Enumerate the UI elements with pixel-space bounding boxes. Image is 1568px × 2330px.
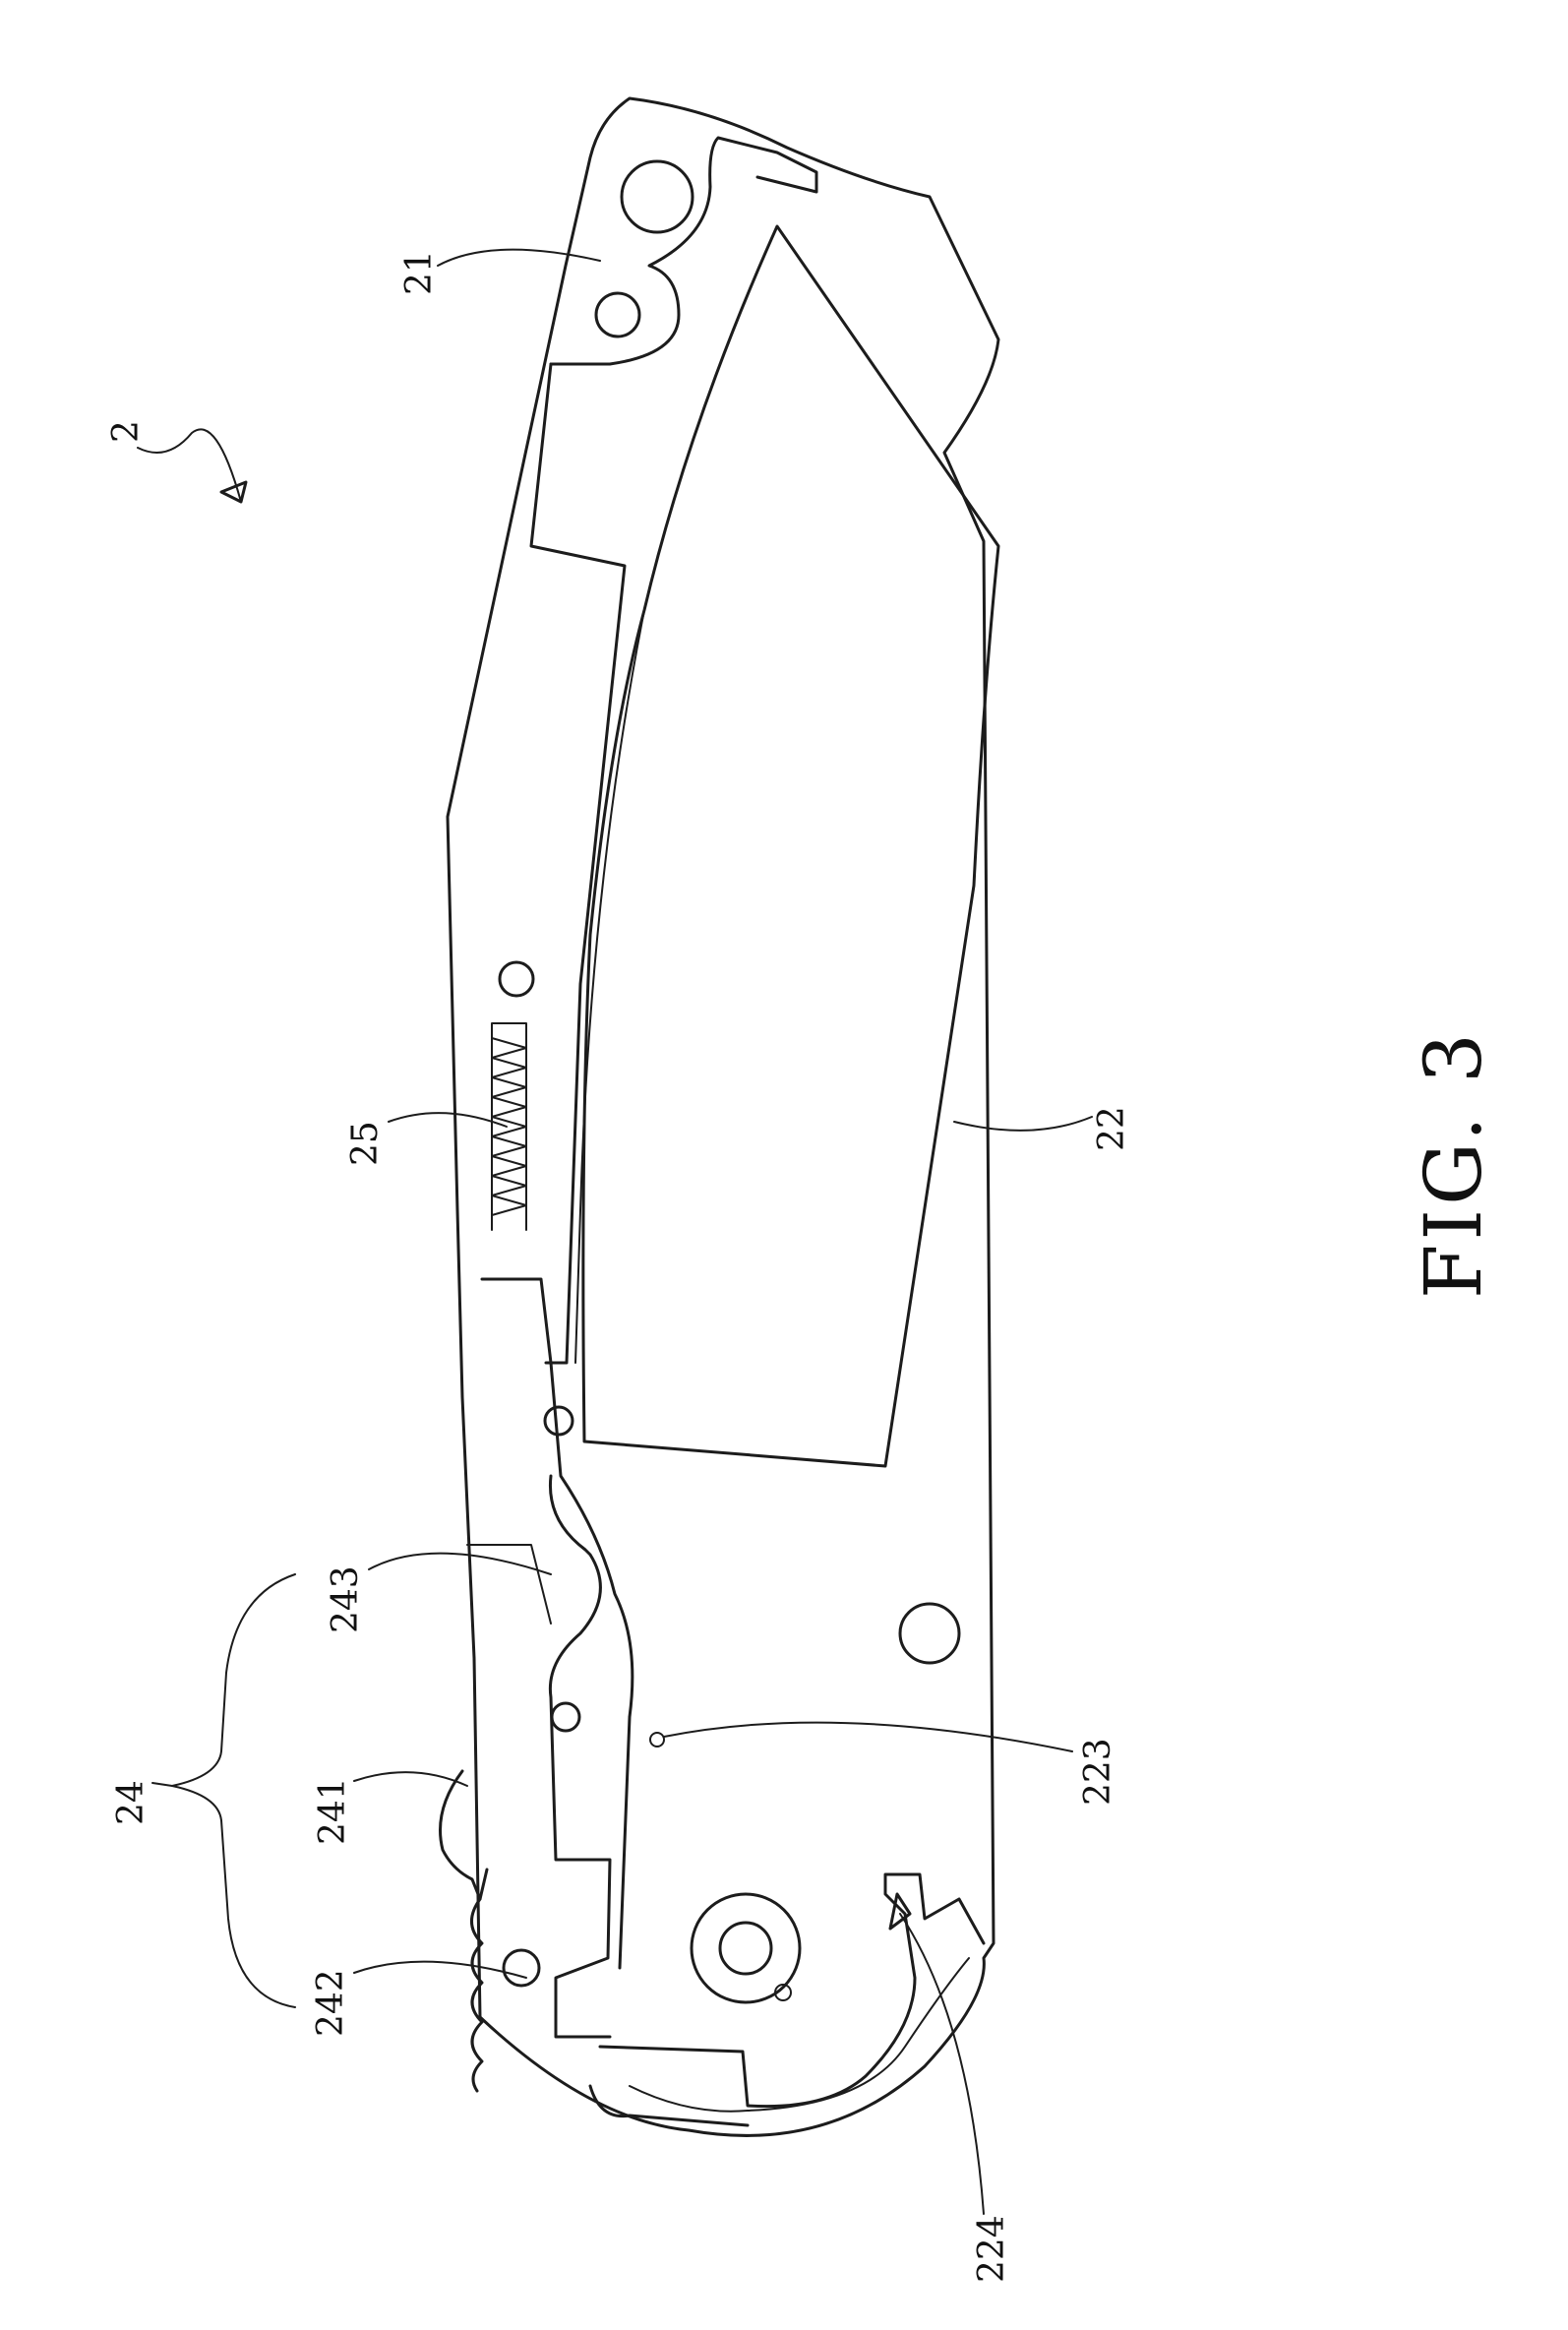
hole-223	[649, 1732, 665, 1748]
handle-butt	[588, 2084, 750, 2127]
label-24: 24	[111, 1780, 151, 1825]
leader-2	[137, 428, 242, 503]
leader-243	[368, 1552, 552, 1575]
leader-223	[663, 1721, 1073, 1752]
lock-tail-pin	[502, 1948, 541, 1988]
leader-21	[437, 248, 601, 267]
leader-22	[953, 1116, 1093, 1132]
label-223: 223	[1078, 1738, 1118, 1806]
spring-25	[491, 1022, 527, 1231]
label-2: 2	[106, 420, 147, 443]
label-22: 22	[1092, 1106, 1132, 1151]
label-21: 21	[399, 250, 440, 295]
figure-caption: FIG. 3	[1408, 1029, 1499, 1299]
label-224: 224	[972, 2215, 1012, 2283]
liner-curve	[574, 609, 645, 1364]
lock-pivot-hole	[550, 1701, 581, 1733]
blade-tang-arc	[629, 1957, 970, 2113]
blade-outline	[581, 224, 1000, 1468]
leader-241	[353, 1771, 468, 1787]
pivot-hole-large	[620, 159, 694, 234]
label-242: 242	[311, 1969, 351, 2037]
notch-224-arrow	[888, 1892, 912, 1931]
liner-upper	[529, 362, 627, 1365]
label-241: 241	[313, 1777, 353, 1845]
pivot-bottom-outer	[690, 1892, 802, 2004]
pivot-bottom-pin	[774, 1984, 792, 2001]
stop-pin-hole	[498, 960, 535, 998]
lock-24	[548, 1474, 612, 2039]
leader-224	[899, 1913, 985, 2215]
leader-24	[151, 1782, 173, 1787]
label-25: 25	[345, 1121, 386, 1166]
brace-24	[171, 1573, 296, 2008]
pivot-boss	[549, 136, 818, 366]
leader-25	[388, 1112, 508, 1128]
liner-step	[466, 1544, 552, 1625]
blade-tang	[598, 1872, 986, 2109]
leader-242	[353, 1960, 527, 1979]
pivot-hole-small	[594, 291, 641, 338]
liner-lower	[480, 1277, 634, 1970]
serrations	[470, 1897, 484, 2093]
arrow-2	[219, 480, 248, 504]
thumb-hole	[898, 1602, 961, 1665]
label-243: 243	[326, 1565, 366, 1633]
lock-pin-hole	[543, 1405, 574, 1437]
lock-button-241	[439, 1769, 489, 1901]
handle-outline	[446, 96, 1000, 2137]
pivot-bottom-inner	[718, 1921, 773, 1976]
